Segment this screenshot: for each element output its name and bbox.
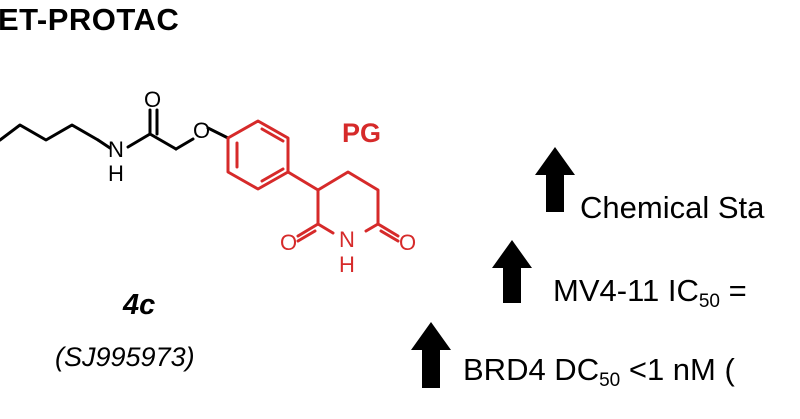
claim-text: BRD4 DC: [463, 352, 600, 387]
up-arrow-icon: [411, 322, 451, 388]
atom-o-imide-right: O: [399, 230, 416, 255]
claim-mv4-11-ic50: MV4-11 IC50 =: [553, 273, 747, 312]
diagram-title: ET-PROTAC: [0, 2, 180, 37]
pg-label: PG: [342, 118, 382, 148]
atom-n-imide: N: [339, 227, 355, 252]
imide-co-left-double-bond: [296, 229, 317, 243]
n-carbonyl-bond: [126, 132, 152, 149]
atom-o-imide-left: O: [280, 230, 297, 255]
claim-brd4-dc50: BRD4 DC50 <1 nM (: [463, 352, 735, 391]
phenyl-inner-bond-3: [260, 167, 285, 183]
phenyl-inner-bond-2: [260, 127, 285, 143]
glutarimide-ring-left: [316, 188, 335, 235]
glutarimide-ring: [316, 170, 380, 233]
imide-co-right-double-bond: [379, 229, 400, 243]
up-arrow-icon: [535, 147, 575, 212]
imide-co-left-bond: [296, 222, 320, 238]
atom-n-amide: N: [108, 137, 124, 162]
compound-code: (SJ995973): [55, 342, 195, 372]
imide-co-right-bond: [376, 222, 400, 238]
claim-text: Chemical Sta: [580, 190, 765, 225]
alkyl-chain-bond: [0, 123, 100, 142]
ch2-o-bond: [174, 137, 195, 151]
chain-n-bond: [96, 138, 112, 150]
ring-link-bond: [286, 170, 320, 192]
claim-subscript: 50: [698, 291, 720, 312]
compound-id: 4c: [123, 289, 156, 321]
up-arrow-icon: [492, 240, 532, 303]
atom-h-imide: H: [339, 252, 355, 277]
claim-subscript: 50: [599, 370, 621, 391]
atom-o-carbonyl: O: [144, 87, 161, 112]
claim-text-rest: =: [720, 273, 747, 308]
atom-o-ether: O: [193, 118, 210, 143]
atom-h-amide: H: [108, 161, 124, 186]
o-ring-bond: [206, 126, 230, 140]
claim-chemical-stability: Chemical Sta: [580, 190, 764, 226]
claim-text: MV4-11 IC: [553, 273, 699, 308]
carbonyl-ch2-bond: [148, 132, 178, 151]
claim-text-rest: <1 nM (: [620, 352, 735, 387]
